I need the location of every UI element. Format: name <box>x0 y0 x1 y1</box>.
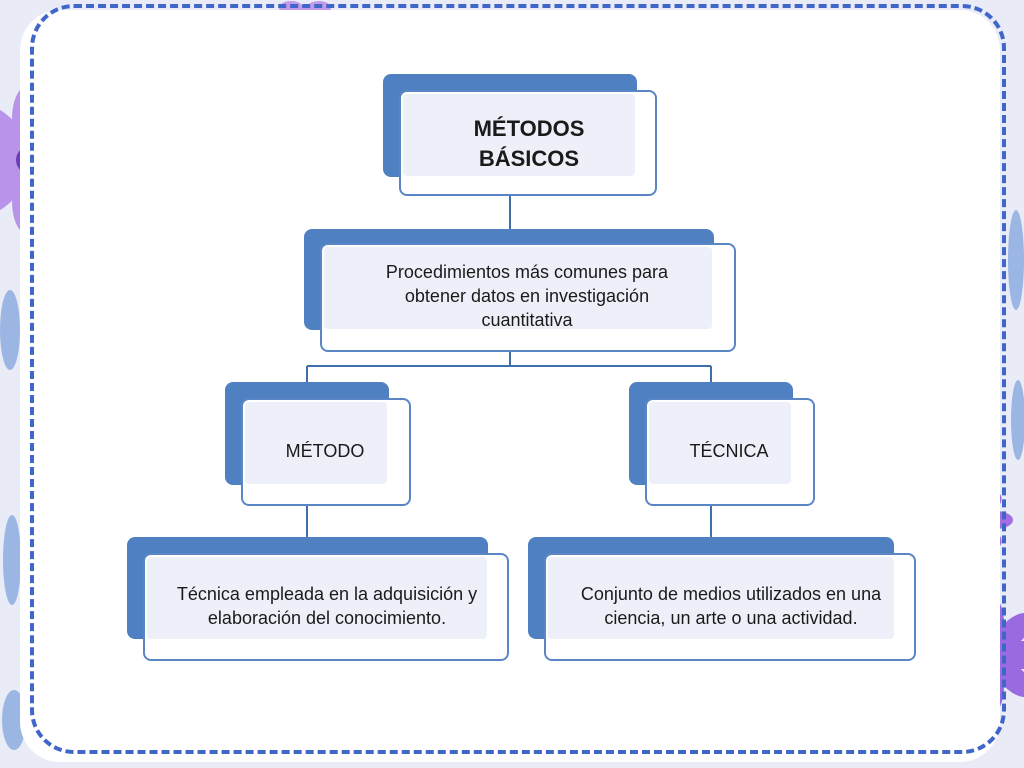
dashed-frame <box>30 4 1006 754</box>
root-node: MÉTODOS BÁSICOS <box>383 74 659 198</box>
root-title: MÉTODOS BÁSICOS <box>473 116 585 171</box>
metodo-node: MÉTODO <box>225 382 413 507</box>
metodo-description-node: Técnica empleada en la adquisición y ela… <box>127 537 511 662</box>
metodo-description: Técnica empleada en la adquisición y ela… <box>176 584 478 628</box>
definition-text: Procedimientos más comunes para obtener … <box>385 262 669 330</box>
metodo-title: MÉTODO <box>285 441 365 461</box>
tecnica-description-node: Conjunto de medios utilizados en una cie… <box>528 537 918 662</box>
tecnica-node: TÉCNICA <box>629 382 817 507</box>
definition-node: Procedimientos más comunes para obtener … <box>304 229 738 353</box>
tecnica-description: Conjunto de medios utilizados en una cie… <box>580 584 882 628</box>
tecnica-title: TÉCNICA <box>689 441 769 461</box>
leaf-icon <box>0 210 1024 750</box>
